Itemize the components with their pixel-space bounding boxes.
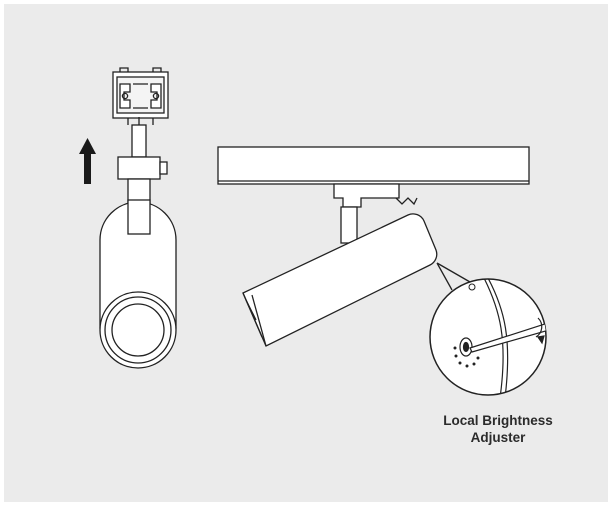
- callout-pointer: [436, 262, 471, 291]
- spotlight-front-view: [99, 199, 177, 369]
- spotlight-side-body: [242, 213, 438, 347]
- brightness-adjuster-label: Local Brightness Adjuster: [418, 412, 578, 446]
- spotlight-adapter-stem: [117, 117, 168, 210]
- caption-line-1: Local Brightness: [443, 413, 553, 428]
- brightness-adjuster-detail: [429, 278, 547, 396]
- track-adapter-connector: [112, 67, 169, 125]
- upward-arrow-icon: [79, 138, 96, 184]
- track-rail: [217, 146, 530, 185]
- caption-line-2: Adjuster: [470, 430, 526, 445]
